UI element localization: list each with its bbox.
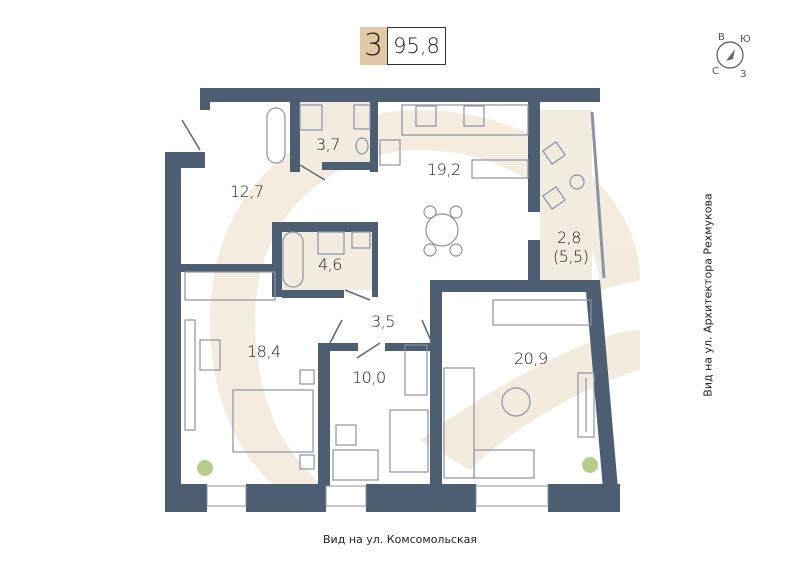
area-living-room: 20,9 <box>514 349 548 368</box>
plant-icon <box>197 460 213 476</box>
area-balcony: 2,8 <box>557 228 581 247</box>
compass-west: З <box>740 69 746 80</box>
area-kitchen: 19,2 <box>427 160 461 179</box>
balcony-floor <box>540 110 592 285</box>
apartment-badge: 3 95,8 <box>360 27 446 65</box>
compass-icon: В Ю С З <box>712 32 751 80</box>
compass-north: С <box>712 66 719 77</box>
area-balcony-full: (5,5) <box>553 247 589 266</box>
compass-east: В <box>718 32 725 43</box>
view-bottom-street: Вид на ул. Комсомольская <box>323 533 477 546</box>
area-wc: 3,7 <box>316 135 340 154</box>
bathroom-floor <box>282 230 372 290</box>
view-right-street: Вид на ул. Архитектора Рехмукова <box>701 193 715 397</box>
furniture <box>184 104 595 481</box>
rooms-count: 3 <box>360 27 387 65</box>
total-area: 95,8 <box>387 27 446 65</box>
area-kids-room: 10,0 <box>352 368 386 387</box>
doors <box>181 119 433 359</box>
area-bedroom: 18,4 <box>247 342 281 361</box>
wc-floor <box>292 100 372 170</box>
area-bathroom: 4,6 <box>318 255 342 274</box>
area-corridor: 3,5 <box>371 312 395 331</box>
windows <box>206 485 549 507</box>
compass-south: Ю <box>740 34 751 45</box>
walls <box>165 88 620 512</box>
plant-icon <box>582 457 598 473</box>
balcony-glazing <box>590 111 606 279</box>
area-hall: 12,7 <box>230 182 264 201</box>
